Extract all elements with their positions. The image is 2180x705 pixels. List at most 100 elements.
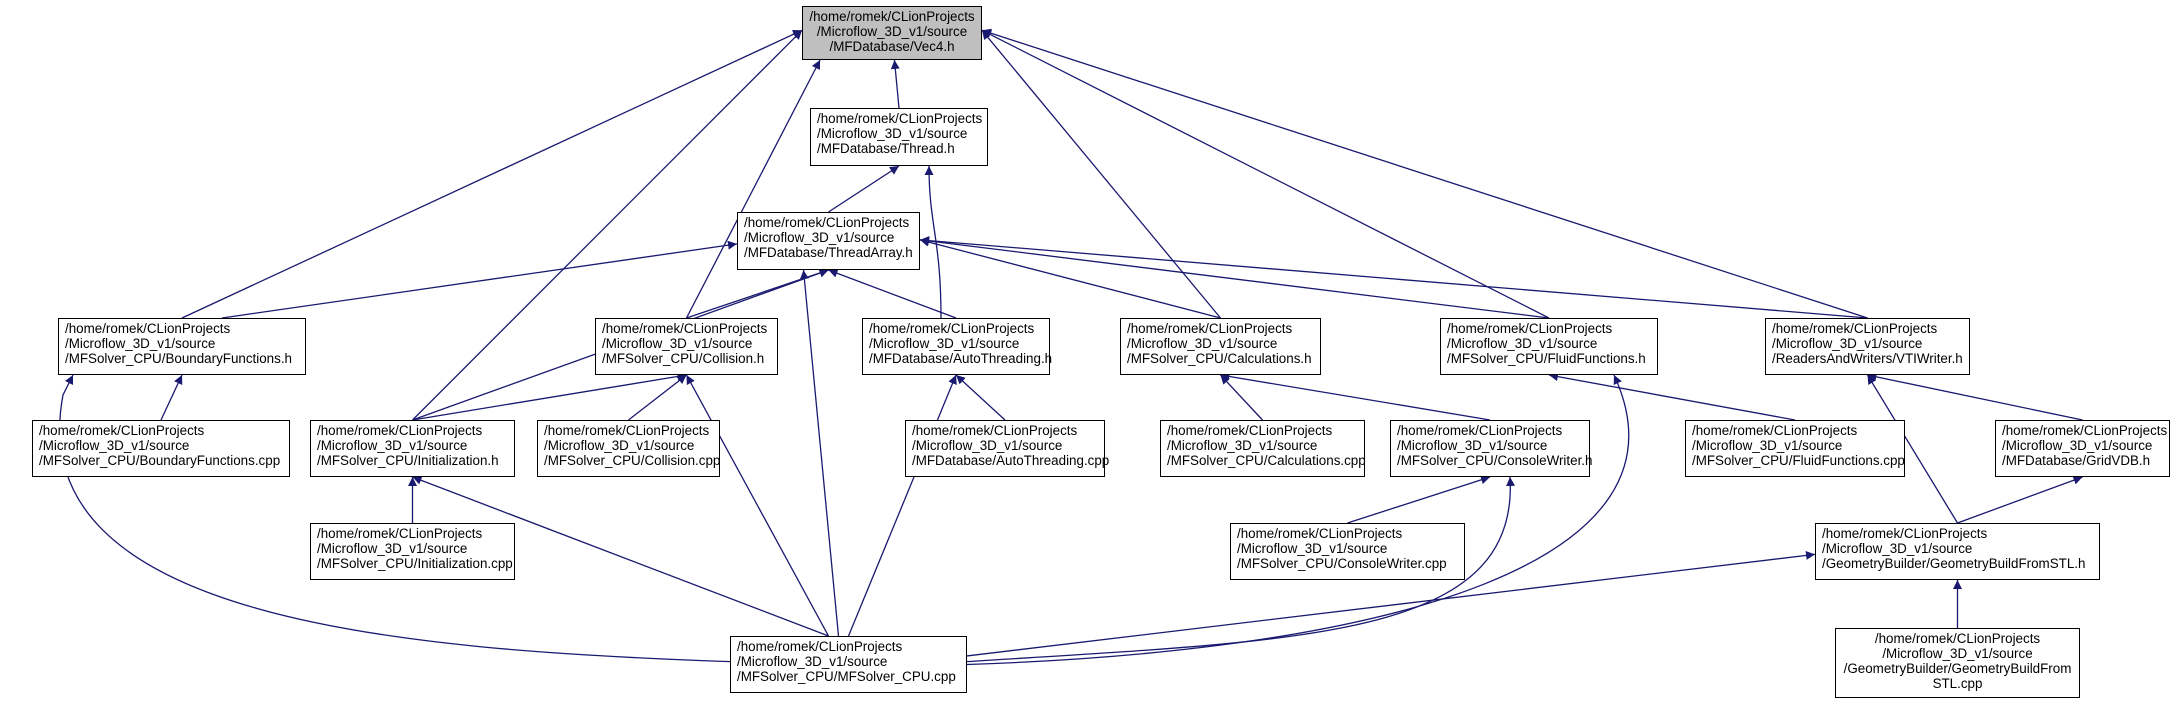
node-label-line: /Microflow_3D_v1/source — [2002, 438, 2153, 453]
edge-thread-to-vec4 — [890, 59, 900, 109]
node-label-line: /home/romek/CLionProjects — [744, 215, 910, 230]
node-label-line: /home/romek/CLionProjects — [39, 423, 205, 438]
edge-geometryh-to-vtiwriterh — [1866, 374, 1959, 524]
node-label-line: /MFSolver_CPU/ConsoleWriter.h — [1397, 453, 1593, 468]
node-initializationh[interactable]: /home/romek/CLionProjects/Microflow_3D_v… — [310, 420, 515, 477]
edge-calculationsh-to-vec4 — [981, 29, 1222, 319]
node-label-line: /Microflow_3D_v1/source — [1772, 336, 1923, 351]
node-label-line: /Microflow_3D_v1/source — [39, 438, 190, 453]
node-label-line: /MFSolver_CPU/FluidFunctions.h — [1447, 351, 1646, 366]
node-boundaryh[interactable]: /home/romek/CLionProjects/Microflow_3D_v… — [58, 318, 306, 375]
node-label-line: /Microflow_3D_v1/source — [816, 24, 968, 39]
node-label-line: /home/romek/CLionProjects — [1692, 423, 1858, 438]
edge-threadarray-to-thread — [828, 165, 900, 213]
edge-mfsolvercpp-to-consolewriterh — [966, 476, 1516, 663]
node-collisionh[interactable]: /home/romek/CLionProjects/Microflow_3D_v… — [595, 318, 778, 375]
edge-autothreadingh-to-thread — [924, 165, 942, 319]
node-label-line: /MFSolver_CPU/Collision.h — [602, 351, 765, 366]
node-gridvdbh[interactable]: /home/romek/CLionProjects/Microflow_3D_v… — [1995, 420, 2170, 477]
node-label-line: /MFSolver_CPU/BoundaryFunctions.h — [65, 351, 292, 366]
edge-consolewritercpp-to-consolewriterh — [1347, 475, 1491, 524]
node-mfsolvercpp[interactable]: /home/romek/CLionProjects/Microflow_3D_v… — [730, 636, 967, 693]
node-autothreadingh[interactable]: /home/romek/CLionProjects/Microflow_3D_v… — [862, 318, 1053, 375]
node-label-line: /Microflow_3D_v1/source — [1882, 646, 2033, 661]
node-label-line: /MFDatabase/Vec4.h — [829, 39, 955, 54]
node-autothreadingcpp[interactable]: /home/romek/CLionProjects/Microflow_3D_v… — [905, 420, 1110, 477]
node-label-line: /home/romek/CLionProjects — [1874, 631, 2041, 646]
node-label-line: /Microflow_3D_v1/source — [544, 438, 695, 453]
node-calculationscpp[interactable]: /home/romek/CLionProjects/Microflow_3D_v… — [1160, 420, 1366, 477]
node-label-line: /GeometryBuilder/GeometryBuildFrom — [1843, 661, 2072, 676]
node-label-line: /ReadersAndWriters/VTIWriter.h — [1772, 351, 1963, 366]
edge-initializationh-to-collisionh — [412, 372, 687, 421]
node-label-line: /home/romek/CLionProjects — [1772, 321, 1938, 336]
edge-mfsolvercpp-to-fluidh — [966, 374, 1630, 666]
node-label-line: /home/romek/CLionProjects — [817, 111, 983, 126]
node-label-line: /home/romek/CLionProjects — [737, 639, 903, 654]
node-label-line: /Microflow_3D_v1/source — [317, 541, 468, 556]
node-label-line: /MFSolver_CPU/Initialization.h — [317, 453, 499, 468]
node-label-line: /home/romek/CLionProjects — [1127, 321, 1293, 336]
node-label-line: /MFDatabase/AutoThreading.h — [869, 351, 1053, 366]
node-consolewritercpp[interactable]: /home/romek/CLionProjects/Microflow_3D_v… — [1230, 523, 1465, 580]
node-label-line: /MFDatabase/ThreadArray.h — [744, 245, 913, 260]
node-label-line: /Microflow_3D_v1/source — [869, 336, 1020, 351]
node-initializationcpp[interactable]: /home/romek/CLionProjects/Microflow_3D_v… — [310, 523, 515, 580]
edge-geometryh-to-gridvdbh — [1957, 475, 2083, 524]
node-fluidh[interactable]: /home/romek/CLionProjects/Microflow_3D_v… — [1440, 318, 1658, 375]
node-collisioncpp[interactable]: /home/romek/CLionProjects/Microflow_3D_v… — [537, 420, 720, 477]
node-label-line: /Microflow_3D_v1/source — [737, 654, 888, 669]
edge-boundarycpp-to-boundaryh — [160, 374, 183, 421]
node-label-line: /Microflow_3D_v1/source — [1822, 541, 1973, 556]
edge-mfsolvercpp-to-threadarray — [799, 269, 840, 637]
edge-fluidcpp-to-fluidh — [1548, 372, 1796, 421]
node-label-line: /home/romek/CLionProjects — [317, 423, 483, 438]
node-vtiwriterh[interactable]: /home/romek/CLionProjects/Microflow_3D_v… — [1765, 318, 1970, 375]
edge-fluidh-to-vec4 — [981, 29, 1550, 319]
node-label-line: /Microflow_3D_v1/source — [1127, 336, 1278, 351]
node-vec4[interactable]: /home/romek/CLionProjects/Microflow_3D_v… — [802, 6, 982, 60]
edge-autothreadingh-to-threadarray — [828, 268, 957, 319]
edge-fluidh-to-threadarray — [919, 236, 1550, 319]
node-label-line: /home/romek/CLionProjects — [65, 321, 231, 336]
node-threadarray[interactable]: /home/romek/CLionProjects/Microflow_3D_v… — [737, 212, 920, 270]
node-label-line: /MFDatabase/AutoThreading.cpp — [912, 453, 1110, 468]
node-label-line: /MFSolver_CPU/Initialization.cpp — [317, 556, 513, 571]
edge-boundaryh-to-threadarray — [221, 240, 738, 319]
edge-vtiwriterh-to-vec4 — [981, 28, 1868, 319]
node-consolewriterh[interactable]: /home/romek/CLionProjects/Microflow_3D_v… — [1390, 420, 1593, 477]
edge-collisionh-to-vec4 — [685, 59, 821, 319]
node-thread[interactable]: /home/romek/CLionProjects/Microflow_3D_v… — [810, 108, 988, 166]
node-boundarycpp[interactable]: /home/romek/CLionProjects/Microflow_3D_v… — [32, 420, 290, 477]
node-label-line: /home/romek/CLionProjects — [1447, 321, 1613, 336]
node-label-line: /Microflow_3D_v1/source — [1397, 438, 1548, 453]
edge-consolewriterh-to-calculationsh — [1220, 372, 1491, 421]
edge-collisioncpp-to-collisionh — [628, 374, 687, 421]
node-calculationsh[interactable]: /home/romek/CLionProjects/Microflow_3D_v… — [1120, 318, 1321, 375]
edge-boundaryh-to-vec4 — [181, 29, 803, 319]
node-label-line: /MFSolver_CPU/FluidFunctions.cpp — [1692, 453, 1905, 468]
node-label-line: /MFDatabase/Thread.h — [817, 141, 955, 156]
node-label-line: /MFSolver_CPU/Collision.cpp — [544, 453, 721, 468]
node-geometryh[interactable]: /home/romek/CLionProjects/Microflow_3D_v… — [1815, 523, 2100, 580]
edge-initializationh-to-vec4 — [412, 29, 803, 421]
node-label-line: /home/romek/CLionProjects — [2002, 423, 2168, 438]
node-fluidcpp[interactable]: /home/romek/CLionProjects/Microflow_3D_v… — [1685, 420, 1905, 477]
edge-mfsolvercpp-to-geometryh — [966, 550, 1816, 657]
edge-mfsolvercpp-to-autothreadingh — [847, 374, 957, 637]
node-label-line: /home/romek/CLionProjects — [602, 321, 768, 336]
node-label-line: /home/romek/CLionProjects — [1397, 423, 1563, 438]
node-geometrycpp[interactable]: /home/romek/CLionProjects/Microflow_3D_v… — [1835, 628, 2080, 698]
node-label-line: STL.cpp — [1932, 676, 1983, 691]
edge-vtiwriterh-to-threadarray — [919, 236, 1868, 319]
edge-gridvdbh-to-vtiwriterh — [1867, 372, 2083, 421]
node-label-line: /Microflow_3D_v1/source — [744, 230, 895, 245]
edge-calculationsh-to-threadarray — [919, 237, 1221, 319]
node-label-line: /Microflow_3D_v1/source — [1692, 438, 1843, 453]
node-label-line: /MFSolver_CPU/Calculations.h — [1127, 351, 1312, 366]
node-label-line: /Microflow_3D_v1/source — [817, 126, 968, 141]
node-label-line: /home/romek/CLionProjects — [1237, 526, 1403, 541]
node-label-line: /home/romek/CLionProjects — [912, 423, 1078, 438]
